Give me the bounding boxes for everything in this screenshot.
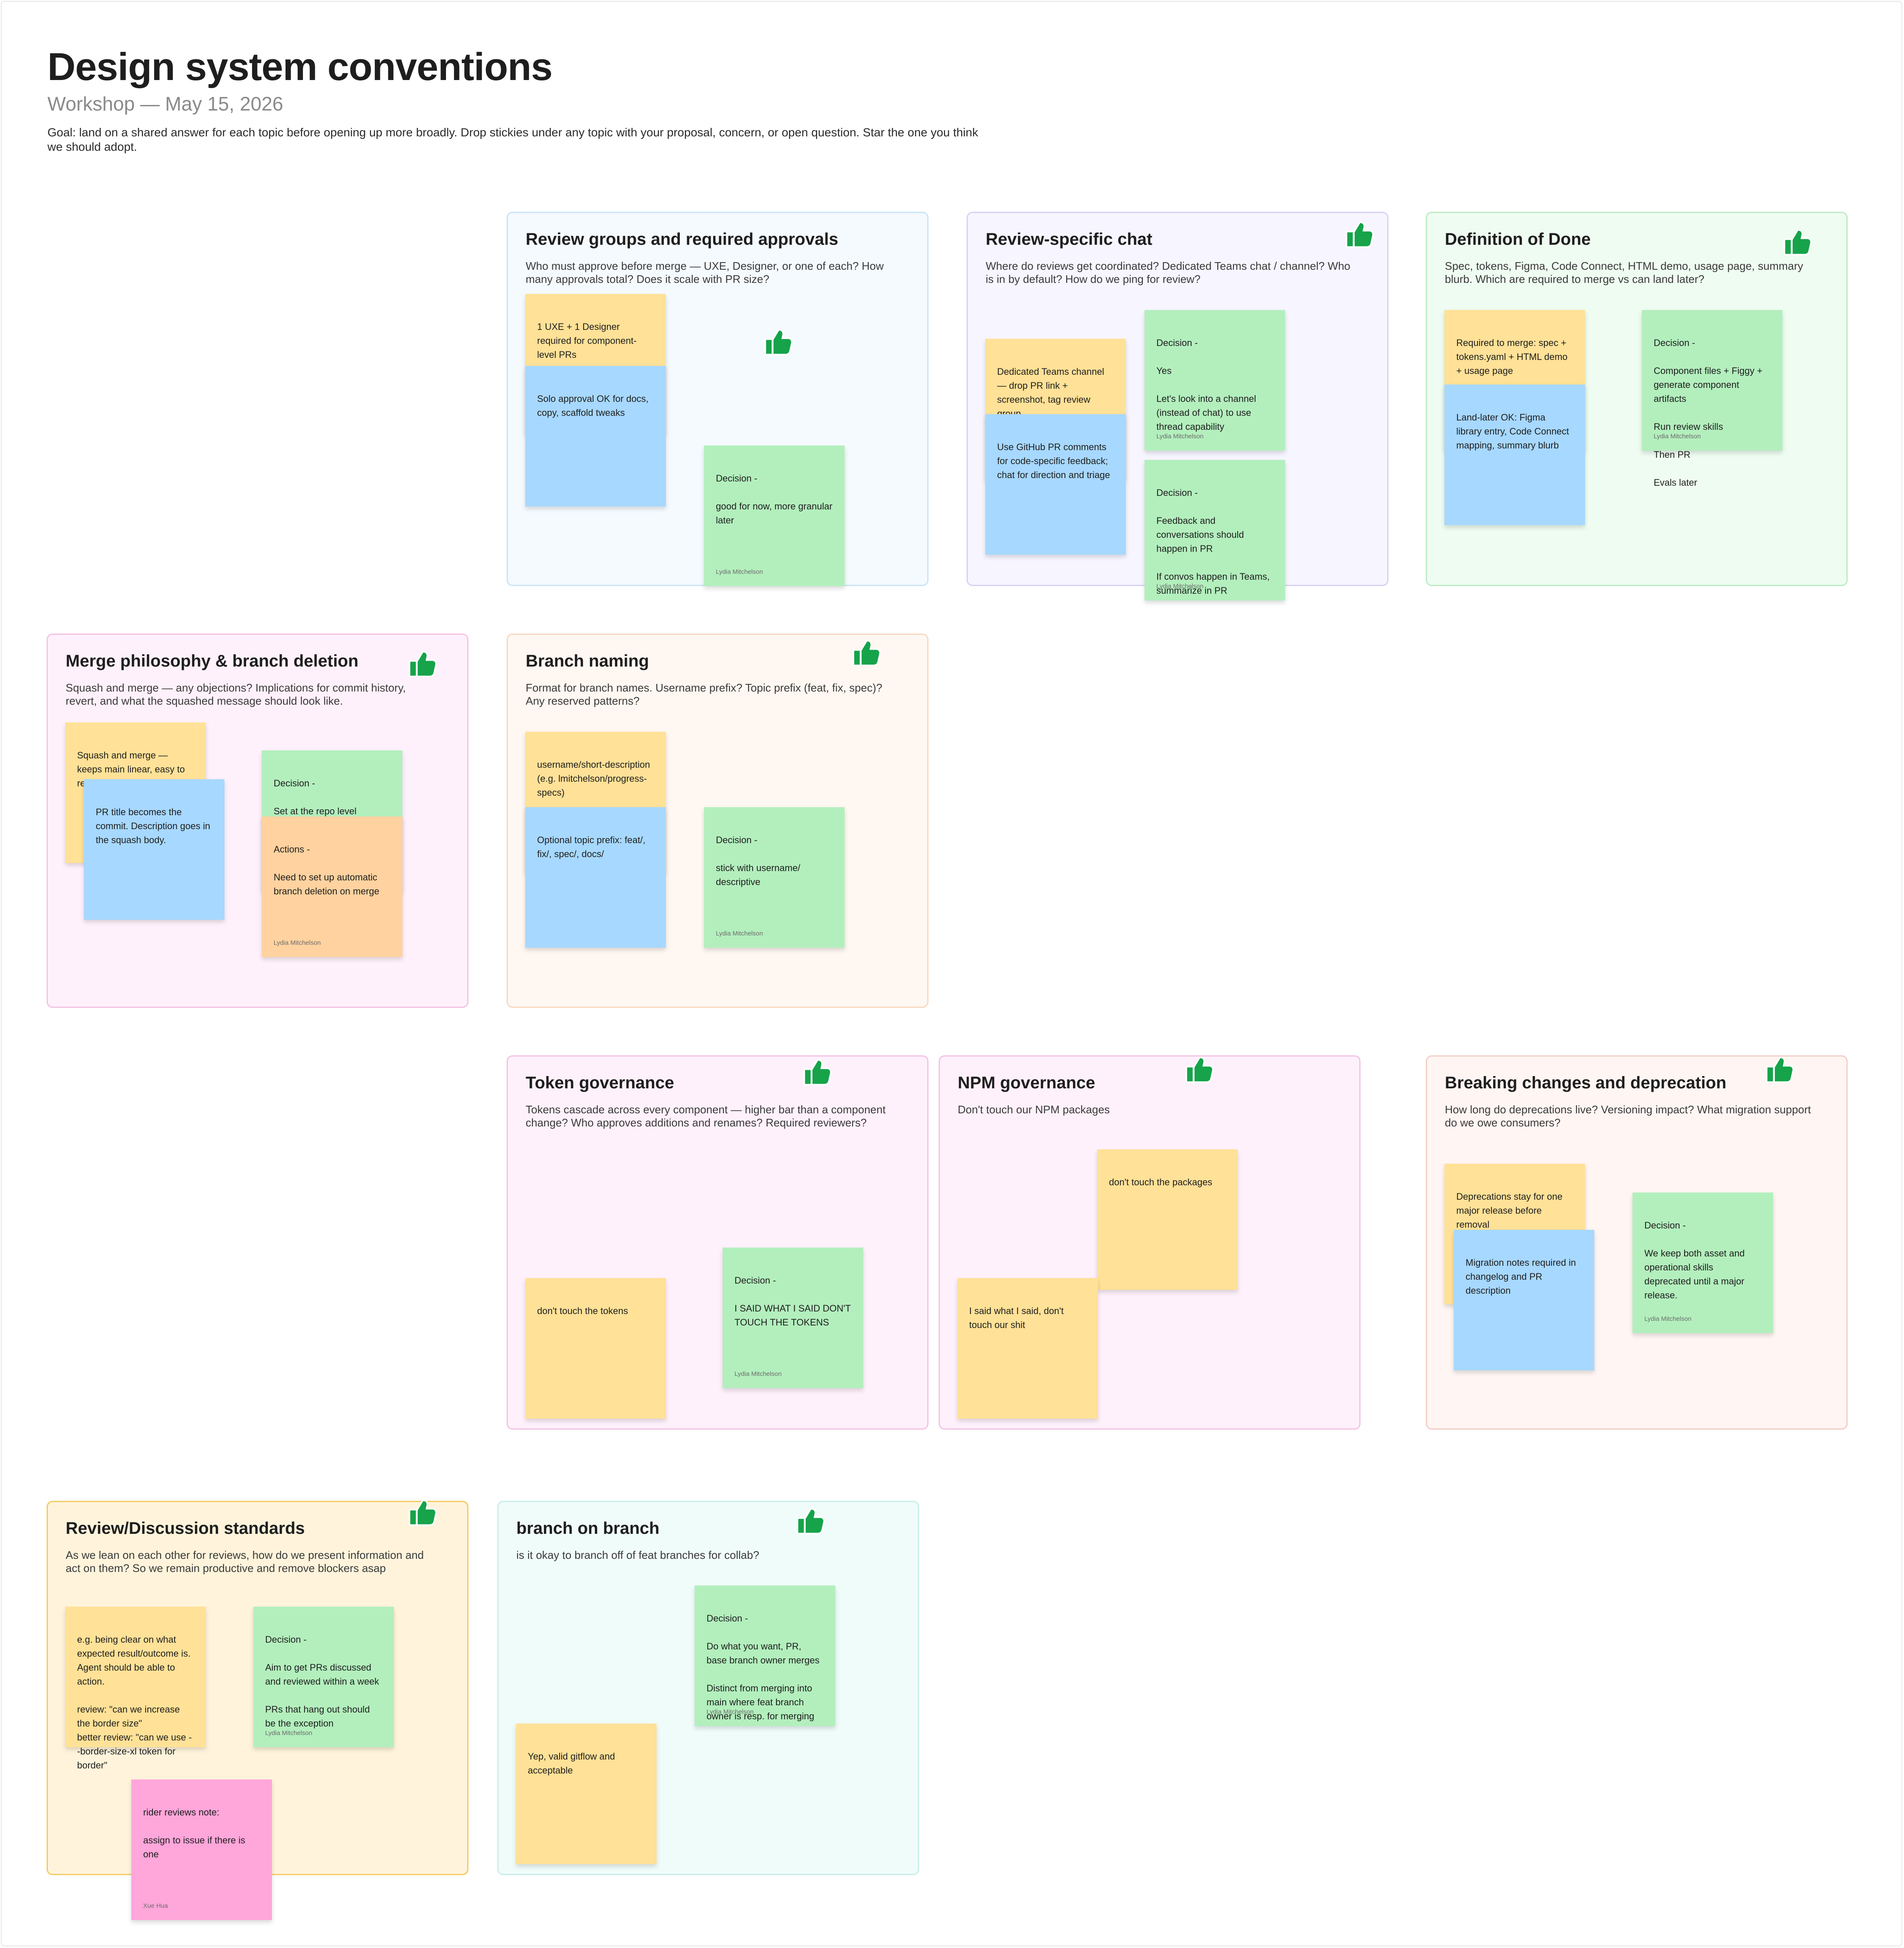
sticky-text: Dedicated Teams channel — drop PR link +… [997,366,1104,419]
decision-sticky[interactable]: Decision - Feedback and conversations sh… [1145,460,1285,600]
sticky-author: Lydia Mitchelson [707,1708,754,1716]
section-title: Review-specific chat [986,230,1153,249]
sticky-text: Solo approval OK for docs, copy, scaffol… [537,393,649,418]
decision-sticky[interactable]: Decision - stick with username/ descript… [704,807,845,948]
thumbs-up-icon[interactable] [795,1506,825,1536]
section-title: branch on branch [516,1519,660,1538]
sticky-note[interactable]: Use GitHub PR comments for code-specific… [985,414,1126,555]
thumbs-up-icon[interactable] [407,1497,437,1527]
section-title: Review groups and required approvals [526,230,838,249]
sticky-note[interactable]: Optional topic prefix: feat/, fix/, spec… [525,807,666,948]
decision-sticky[interactable]: Decision - We keep both asset and operat… [1632,1193,1773,1333]
section-description: Format for branch names. Username prefix… [526,681,882,707]
thumbs-up-icon[interactable] [407,649,437,678]
section-title: Breaking changes and deprecation [1445,1074,1727,1092]
section-title: Review/Discussion standards [66,1519,305,1538]
section-description: Where do reviews get coordinated? Dedica… [986,260,1350,285]
sticky-text: Decision - good for now, more granular l… [716,473,833,526]
sticky-note[interactable]: Migration notes required in changelog an… [1454,1230,1594,1370]
sticky-text: rider reviews note: assign to issue if t… [143,1807,245,1859]
sticky-author: Lydia Mitchelson [1644,1315,1692,1323]
thumbs-up-icon[interactable] [1782,227,1812,257]
sticky-text: don't touch the packages [1109,1177,1212,1187]
section-description: Spec, tokens, Figma, Code Connect, HTML … [1445,260,1803,285]
sticky-note[interactable]: Land-later OK: Figma library entry, Code… [1444,385,1585,525]
sticky-note[interactable]: e.g. being clear on what expected result… [65,1607,206,1771]
actions-sticky[interactable]: Actions - Need to set up automatic branc… [262,816,402,957]
decision-sticky[interactable]: Decision - good for now, more granular l… [704,445,845,586]
section-title: Branch naming [526,652,649,670]
section-description: Tokens cascade across every component — … [526,1103,886,1129]
sticky-note[interactable]: don't touch the tokens [525,1278,666,1419]
sticky-author: Lydia Mitchelson [1156,583,1204,590]
sticky-text: Decision - Yes Let's look into a channel… [1156,338,1256,432]
sticky-author: Lydia Mitchelson [716,568,763,576]
page-goal: Goal: land on a shared answer for each t… [47,126,978,153]
sticky-text: Decision - We keep both asset and operat… [1644,1220,1745,1301]
sticky-text: Decision - Set at the repo level [274,778,357,816]
sticky-author: Lydia Mitchelson [734,1370,782,1378]
section-title: Token governance [526,1074,674,1092]
section-description: As we lean on each other for reviews, ho… [66,1549,424,1574]
decision-sticky[interactable]: Decision - Do what you want, PR, base br… [695,1586,835,1726]
sticky-note[interactable]: I said what I said, don't touch our shit [957,1278,1098,1419]
sticky-text: Decision - Feedback and conversations sh… [1156,487,1270,596]
sticky-note[interactable]: Solo approval OK for docs, copy, scaffol… [525,366,666,506]
sticky-text: I said what I said, don't touch our shit [969,1306,1064,1330]
sticky-text: Use GitHub PR comments for code-specific… [997,442,1110,480]
page-title: Design system conventions [47,45,553,89]
page-subtitle: Workshop — May 15, 2026 [47,93,283,115]
decision-sticky[interactable]: Decision - Aim to get PRs discussed and … [253,1607,394,1747]
sticky-text: Decision - Aim to get PRs discussed and … [265,1634,380,1729]
thumbs-up-icon[interactable] [1184,1054,1214,1084]
sticky-text: PR title becomes the commit. Description… [96,807,211,845]
section-title: Definition of Done [1445,230,1591,249]
sticky-text: Deprecations stay for one major release … [1456,1191,1563,1230]
decision-sticky[interactable]: Decision - I SAID WHAT I SAID DON'T TOUC… [723,1248,863,1388]
sticky-text: Decision - Do what you want, PR, base br… [707,1613,820,1721]
sticky-text: e.g. being clear on what expected result… [77,1634,192,1771]
sticky-author: Xue Hua [143,1902,168,1909]
sticky-note[interactable]: Yep, valid gitflow and acceptable [516,1724,657,1864]
decision-sticky[interactable]: Decision - Yes Let's look into a channel… [1145,310,1285,451]
thumbs-up-icon[interactable] [851,638,881,667]
sticky-text: Decision - Component files + Figgy + gen… [1654,338,1763,488]
sticky-text: Yep, valid gitflow and acceptable [528,1751,615,1776]
sticky-author: Lydia Mitchelson [1654,433,1701,440]
section-title: Merge philosophy & branch deletion [66,652,359,670]
section-description: Squash and merge — any objections? Impli… [66,681,406,707]
sticky-note[interactable]: rider reviews note: assign to issue if t… [131,1779,272,1920]
thumbs-up-icon[interactable] [802,1057,832,1087]
section-title: NPM governance [958,1074,1095,1092]
decision-sticky[interactable]: Decision - Component files + Figgy + gen… [1642,310,1782,488]
thumbs-up-icon[interactable] [1344,219,1374,249]
section-description: How long do deprecations live? Versionin… [1445,1103,1811,1129]
sticky-text: Required to merge: spec + tokens.yaml + … [1456,338,1568,376]
section-description: Don't touch our NPM packages [958,1103,1110,1116]
sticky-text: 1 UXE + 1 Designer required for componen… [537,321,637,360]
sticky-author: Lydia Mitchelson [274,939,321,946]
section-description: Who must approve before merge — UXE, Des… [526,260,884,285]
sticky-text: Migration notes required in changelog an… [1466,1257,1576,1296]
sticky-text: Decision - I SAID WHAT I SAID DON'T TOUC… [734,1275,851,1328]
sticky-author: Lydia Mitchelson [1156,433,1204,440]
section-description: is it okay to branch off of feat branche… [516,1549,759,1561]
sticky-text: don't touch the tokens [537,1306,628,1316]
sticky-author: Lydia Mitchelson [716,930,763,937]
sticky-text: Actions - Need to set up automatic branc… [274,844,380,897]
sticky-text: username/short-description (e.g. lmitche… [537,759,650,798]
sticky-text: Decision - stick with username/ descript… [716,835,801,887]
sticky-note[interactable]: don't touch the packages [1097,1149,1238,1290]
thumbs-up-icon[interactable] [763,327,793,357]
sticky-text: Land-later OK: Figma library entry, Code… [1456,412,1569,451]
thumbs-up-icon[interactable] [1765,1054,1794,1084]
sticky-text: Optional topic prefix: feat/, fix/, spec… [537,835,646,859]
sticky-author: Lydia Mitchelson [265,1729,313,1737]
sticky-note[interactable]: PR title becomes the commit. Description… [84,779,224,920]
